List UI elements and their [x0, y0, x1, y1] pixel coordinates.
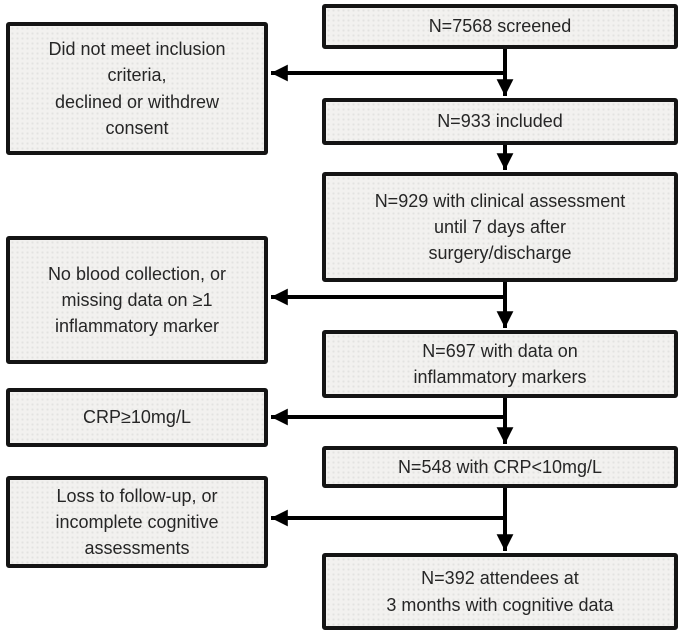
flow-box-crp-below-10-label: N=548 with CRP<10mg/L [397, 456, 603, 477]
flow-box-inflammatory-markers: N=697 with data on inflammatory markers [322, 330, 678, 398]
flow-box-crp-below-10: N=548 with CRP<10mg/L [322, 446, 678, 488]
exclusion-box-crp-10-or-more-label: CRP≥10mg/L [83, 407, 191, 428]
exclusion-box-no-blood-collection: No blood collection, or missing data on … [6, 236, 268, 364]
flow-box-included-label: N=933 included [437, 111, 563, 132]
flow-box-screened: N=7568 screened [322, 4, 678, 49]
exclusion-box-not-included: Did not meet inclusion criteria, decline… [6, 22, 268, 155]
flow-box-attendees-3-months: N=392 attendees at 3 months with cogniti… [322, 553, 678, 630]
flow-box-included: N=933 included [322, 98, 678, 145]
exclusion-box-loss-to-follow-up-label: Loss to follow-up, or incomplete cogniti… [55, 485, 219, 559]
flow-box-attendees-3-months-label: N=392 attendees at 3 months with cogniti… [386, 568, 614, 615]
exclusion-box-crp-10-or-more: CRP≥10mg/L [6, 388, 268, 447]
flow-box-screened-label: N=7568 screened [428, 16, 572, 37]
flow-box-clinical-assessment: N=929 with clinical assessment until 7 d… [322, 172, 678, 282]
exclusion-box-loss-to-follow-up: Loss to follow-up, or incomplete cogniti… [6, 476, 268, 568]
exclusion-box-no-blood-collection-label: No blood collection, or missing data on … [47, 263, 227, 337]
flow-box-clinical-assessment-label: N=929 with clinical assessment until 7 d… [374, 190, 626, 264]
exclusion-box-not-included-label: Did not meet inclusion criteria, decline… [48, 39, 226, 138]
flow-box-inflammatory-markers-label: N=697 with data on inflammatory markers [413, 340, 587, 387]
